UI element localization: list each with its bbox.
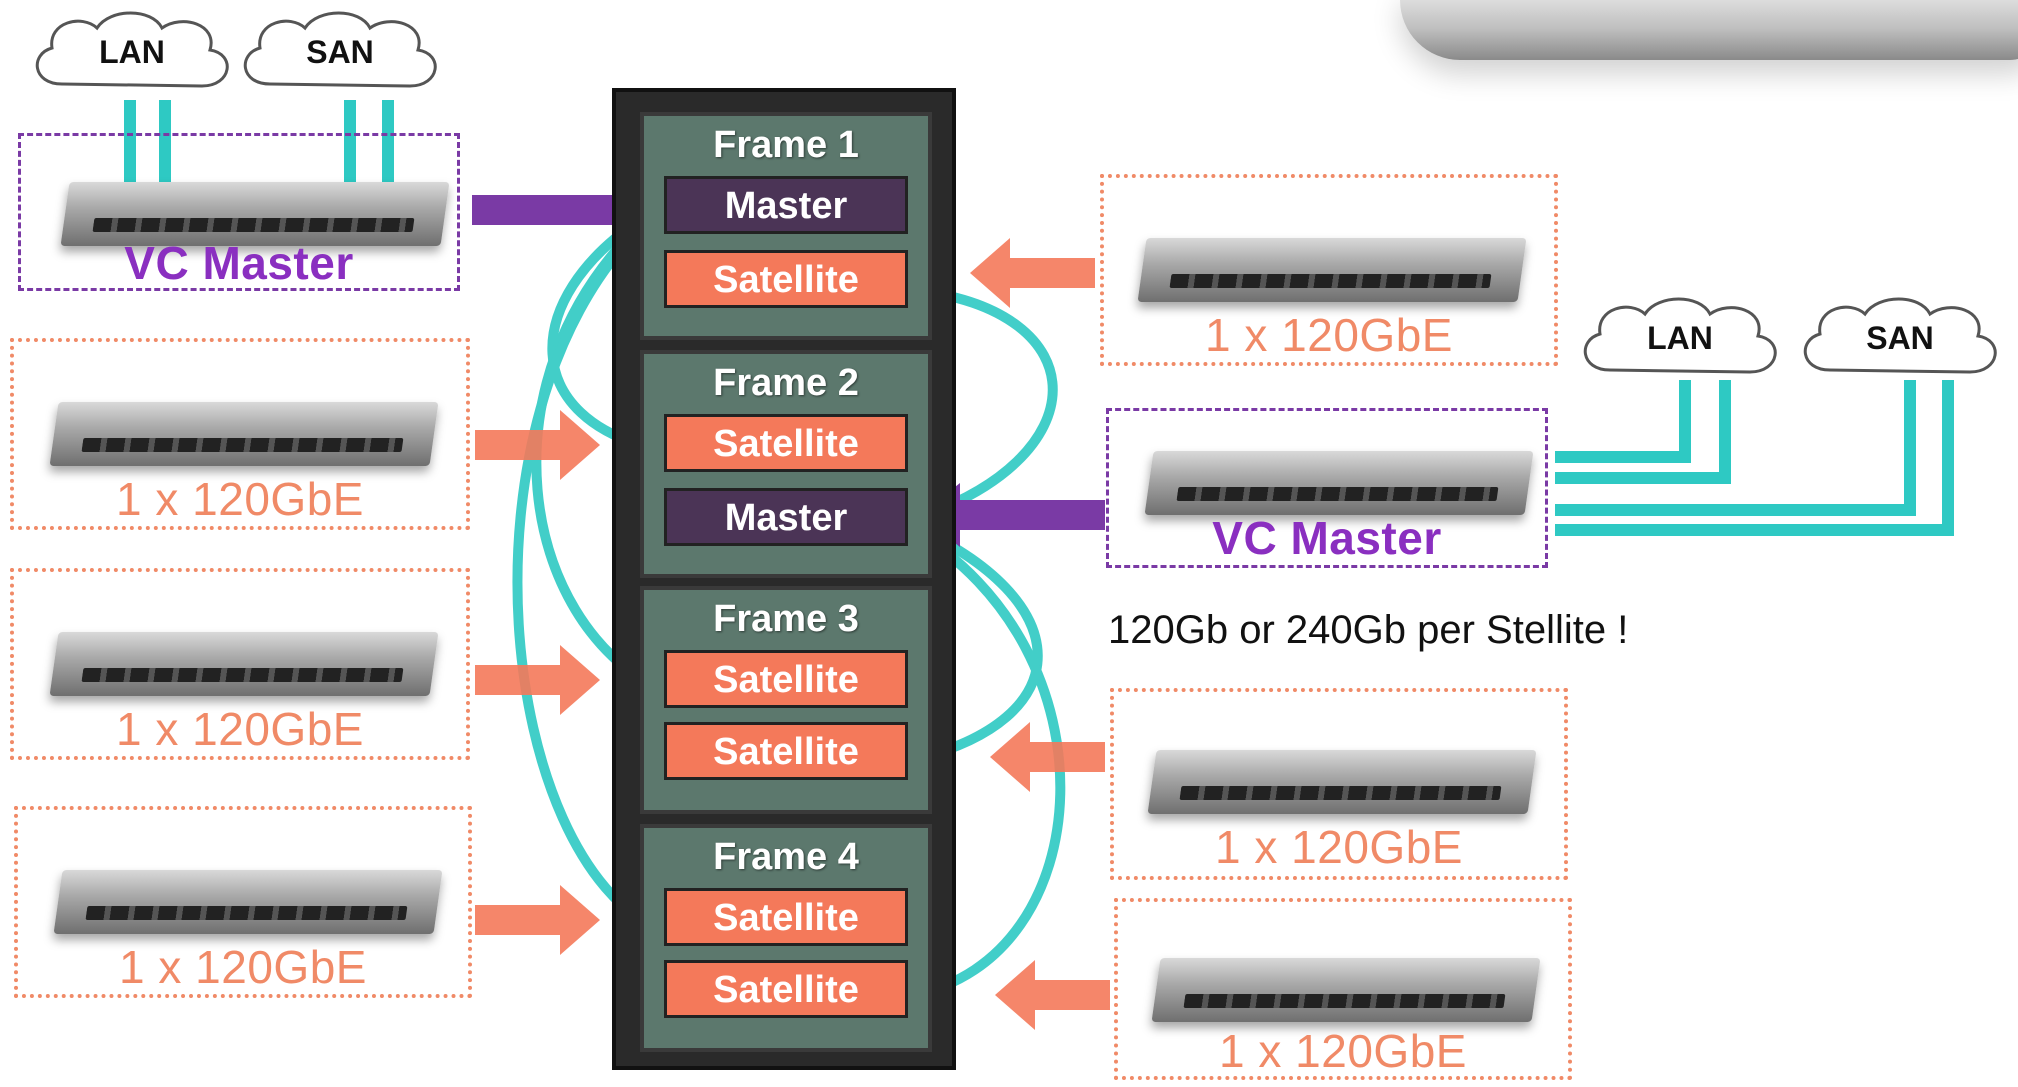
slot-satellite: Satellite: [664, 888, 908, 946]
cloud-label: SAN: [1866, 320, 1934, 356]
cloud-icon: [1583, 297, 1777, 374]
module-image: [49, 402, 439, 466]
module-image: [53, 870, 443, 934]
slot-satellite: Satellite: [664, 250, 908, 308]
left-uplinks: [124, 100, 394, 185]
cloud-icon: [243, 11, 437, 88]
slot-satellite: Satellite: [664, 722, 908, 780]
module-image: [1137, 238, 1527, 302]
module-label: 1 x 120GbE: [116, 473, 364, 525]
satellite-module-left-2: 1 x 120GbE: [10, 568, 470, 760]
frame-4: Frame 4 Satellite Satellite: [640, 824, 932, 1052]
cloud-icon: [1803, 297, 1997, 374]
module-label: 1 x 120GbE: [116, 703, 364, 755]
vc-master-label: VC Master: [124, 237, 354, 289]
satellite-arrows-left: [475, 410, 600, 955]
slot-master: Master: [664, 176, 908, 234]
frame-title: Frame 1: [713, 124, 859, 166]
cloud-icon: [35, 11, 229, 88]
slot-satellite: Satellite: [664, 960, 908, 1018]
frame-2: Frame 2 Satellite Master: [640, 350, 932, 578]
vc-master-right: VC Master: [1106, 408, 1548, 568]
cloud-label: SAN: [306, 34, 374, 70]
san-cloud-left: SAN: [230, 4, 450, 104]
module-label: 1 x 120GbE: [1215, 821, 1463, 873]
module-label: 1 x 120GbE: [1205, 309, 1453, 361]
san-cloud-right: SAN: [1790, 290, 2010, 390]
enclosure-photo: [1400, 0, 2018, 60]
lan-cloud-right: LAN: [1570, 290, 1790, 390]
vc-module: [1144, 451, 1534, 515]
stacking-curves-right: [907, 285, 1066, 1000]
satellite-arrows-right: [970, 238, 1110, 1030]
stacking-curves-left: [512, 215, 663, 935]
vc-master-left: VC Master: [18, 133, 460, 291]
frame-title: Frame 2: [713, 362, 859, 404]
frame-1: Frame 1 Master Satellite: [640, 112, 932, 340]
module-image: [1151, 958, 1541, 1022]
module-image: [49, 632, 439, 696]
module-label: 1 x 120GbE: [119, 941, 367, 993]
satellite-module-left-1: 1 x 120GbE: [10, 338, 470, 530]
satellite-module-left-3: 1 x 120GbE: [14, 806, 472, 998]
satellite-module-right-2: 1 x 120GbE: [1110, 688, 1568, 880]
right-uplinks: [1555, 380, 1954, 536]
lan-cloud-left: LAN: [22, 4, 242, 104]
cloud-label: LAN: [1647, 320, 1713, 356]
frame-title: Frame 3: [713, 598, 859, 640]
module-image: [1147, 750, 1537, 814]
vc-master-label: VC Master: [1212, 512, 1442, 564]
slot-master: Master: [664, 488, 908, 546]
satellite-module-right-3: 1 x 120GbE: [1114, 898, 1572, 1080]
frame-title: Frame 4: [713, 836, 859, 878]
module-label: 1 x 120GbE: [1219, 1025, 1467, 1077]
slot-satellite: Satellite: [664, 650, 908, 708]
slot-satellite: Satellite: [664, 414, 908, 472]
cloud-label: LAN: [99, 34, 165, 70]
satellite-module-right-1: 1 x 120GbE: [1100, 174, 1558, 366]
frame-3: Frame 3 Satellite Satellite: [640, 586, 932, 814]
master-arrows: [472, 178, 1105, 547]
bandwidth-note: 120Gb or 240Gb per Stellite !: [1108, 608, 1629, 652]
